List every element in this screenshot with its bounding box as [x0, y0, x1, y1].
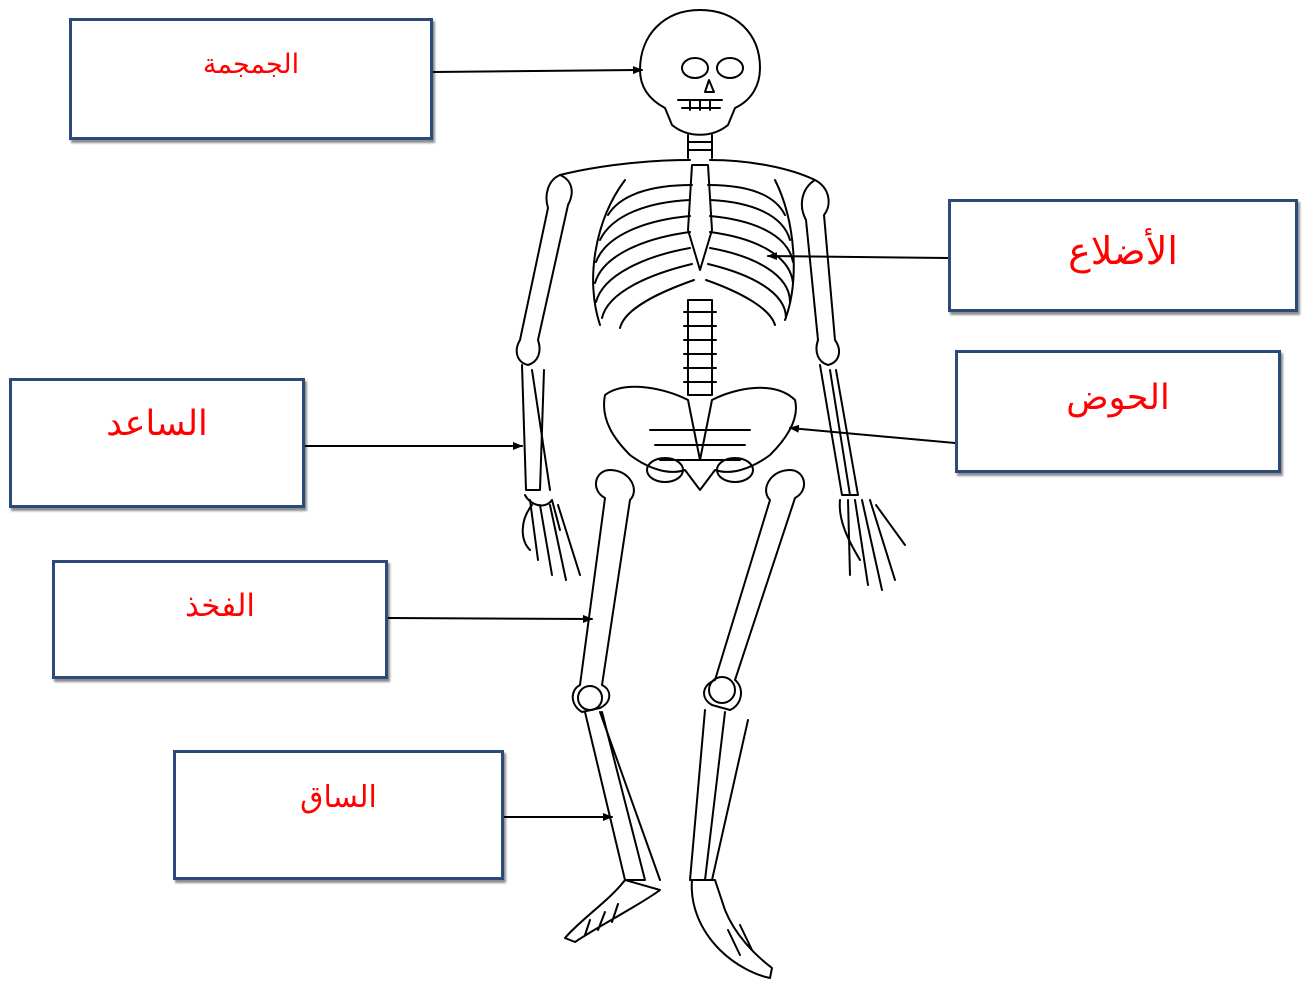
pelvis-bone — [604, 387, 796, 490]
ribs-bones — [595, 185, 793, 328]
forearm-label-box: الساعد — [9, 378, 305, 508]
forearm-label: الساعد — [12, 381, 302, 442]
right-hand-bones — [840, 500, 905, 590]
leg-label: الساق — [176, 753, 501, 813]
pelvis-label-box: الحوض — [955, 350, 1281, 473]
neck-vertebrae — [688, 135, 712, 158]
left-leg-bones — [573, 470, 660, 880]
thigh-label: الفخذ — [55, 563, 385, 622]
pelvis-arrow — [790, 428, 955, 443]
thigh-arrow — [388, 618, 592, 619]
ribs-arrow — [768, 256, 948, 258]
leg-label-box: الساق — [173, 750, 504, 880]
sternum-bone — [688, 165, 712, 270]
left-hand-bones — [523, 495, 580, 580]
skull-arrow — [433, 70, 642, 72]
left-foot-bones — [565, 880, 660, 942]
clavicles — [560, 160, 815, 180]
skull-bone — [640, 10, 760, 135]
thigh-label-box: الفخذ — [52, 560, 388, 679]
skull-label-box: الجمجمة — [69, 18, 433, 140]
right-arm-bones — [802, 180, 858, 495]
right-foot-bones — [692, 880, 772, 978]
ribs-label-box: الأضلاع — [948, 199, 1298, 312]
left-arm-bones — [517, 175, 572, 490]
spine-bones — [684, 300, 716, 395]
ribs-label: الأضلاع — [951, 202, 1295, 270]
pelvis-label: الحوض — [958, 353, 1278, 416]
skull-label: الجمجمة — [72, 21, 430, 78]
right-leg-bones — [690, 470, 804, 880]
